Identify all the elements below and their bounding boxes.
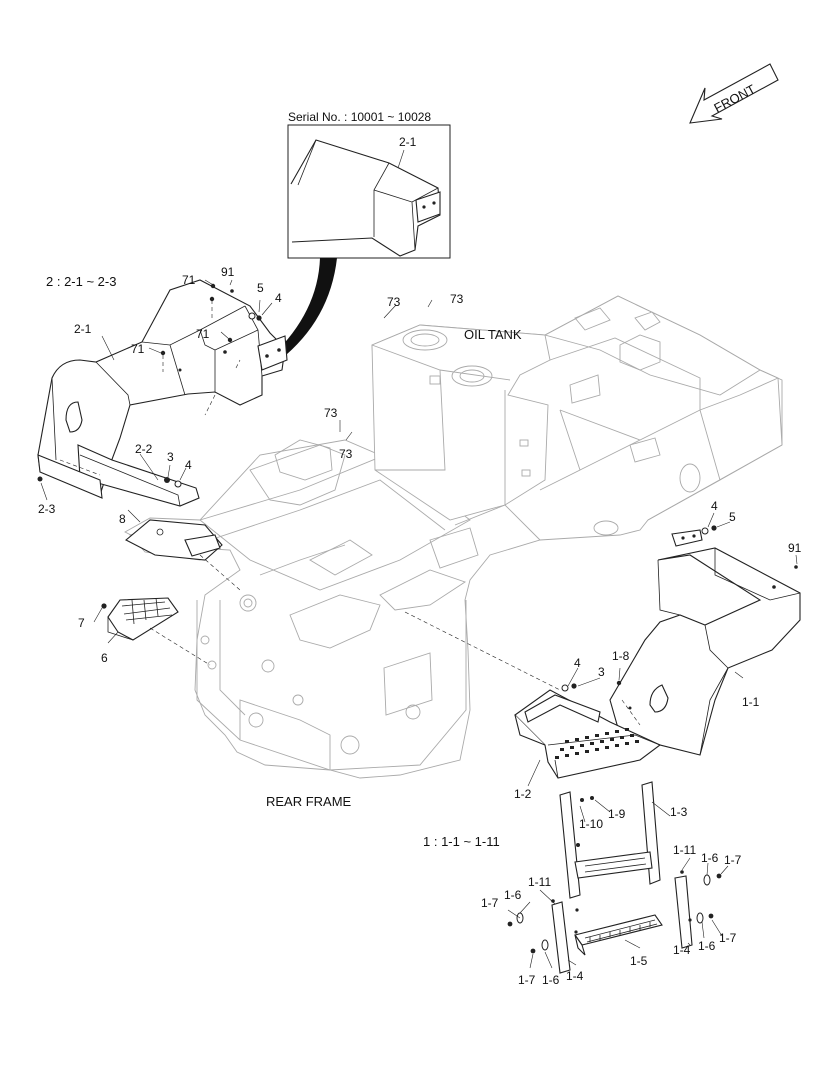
callout-3a: 3: [167, 450, 174, 464]
callout-4a: 4: [275, 291, 282, 305]
label-oil-tank: OIL TANK: [464, 327, 522, 342]
guard-1-1: [609, 525, 801, 756]
label-rear-frame: REAR FRAME: [266, 794, 352, 809]
group-note-2: 2 : 2-1 ~ 2-3: [46, 274, 116, 289]
callout-2-2: 2-2: [135, 442, 153, 456]
callout-5a: 5: [257, 281, 264, 295]
group-note-1: 1 : 1-1 ~ 1-11: [423, 834, 500, 849]
callout-4d: 4: [574, 656, 581, 670]
front-arrow-icon: FRONT: [689, 63, 779, 124]
callout-1-6a: 1-6: [701, 851, 719, 865]
callout-1-7b: 1-7: [481, 896, 499, 910]
callout-1-3: 1-3: [670, 805, 688, 819]
callout-91a: 91: [221, 265, 235, 279]
serial-inset: Serial No. : 10001 ~ 10028 2-1: [287, 110, 451, 259]
callout-4b: 4: [185, 458, 192, 472]
callout-4c: 4: [711, 499, 718, 513]
ladder-1-3: [559, 781, 661, 899]
callout-5b: 5: [729, 510, 736, 524]
callout-6: 6: [101, 651, 108, 665]
callout-1-2: 1-2: [514, 787, 532, 801]
labels: 2 : 2-1 ~ 2-3 OIL TANK REAR FRAME 1 : 1-…: [38, 265, 802, 987]
callout-91b: 91: [788, 541, 802, 555]
callout-1-6b: 1-6: [504, 888, 522, 902]
callout-1-6c: 1-6: [698, 939, 716, 953]
callout-1-9: 1-9: [608, 807, 626, 821]
callout-73d: 73: [339, 447, 353, 461]
callout-1-1: 1-1: [742, 695, 760, 709]
inset-pointer: [272, 258, 337, 360]
serial-inset-title: Serial No. : 10001 ~ 10028: [288, 110, 431, 124]
callout-73a: 73: [387, 295, 401, 309]
callout-1-11a: 1-11: [673, 843, 696, 857]
callout-1-7c: 1-7: [719, 931, 737, 945]
step-1-2: [514, 680, 662, 779]
callout-73b: 73: [450, 292, 464, 306]
ladder-lower: [507, 870, 722, 974]
callout-7: 7: [78, 616, 85, 630]
callout-1-4b: 1-4: [566, 969, 584, 983]
callout-1-7a: 1-7: [724, 853, 742, 867]
callout-71c: 71: [131, 342, 145, 356]
callout-1-10: 1-10: [579, 817, 603, 831]
callout-2-3: 2-3: [38, 502, 56, 516]
callout-71a: 71: [182, 273, 196, 287]
callout-1-7d: 1-7: [518, 973, 536, 987]
callout-1-6d: 1-6: [542, 973, 560, 987]
step-6: [101, 597, 179, 641]
callout-8: 8: [119, 512, 126, 526]
callout-3b: 3: [598, 665, 605, 679]
callout-2-1: 2-1: [74, 322, 92, 336]
callout-1-4a: 1-4: [673, 943, 691, 957]
rear-frame: [124, 295, 783, 779]
plate-8: [125, 519, 223, 561]
serial-inset-part-label: 2-1: [399, 135, 417, 149]
leader-lines: [40, 279, 798, 969]
callout-1-11b: 1-11: [528, 875, 551, 889]
callout-71b: 71: [196, 327, 210, 341]
callout-1-5: 1-5: [630, 954, 648, 968]
callout-73c: 73: [324, 406, 338, 420]
callout-1-8: 1-8: [612, 649, 630, 663]
